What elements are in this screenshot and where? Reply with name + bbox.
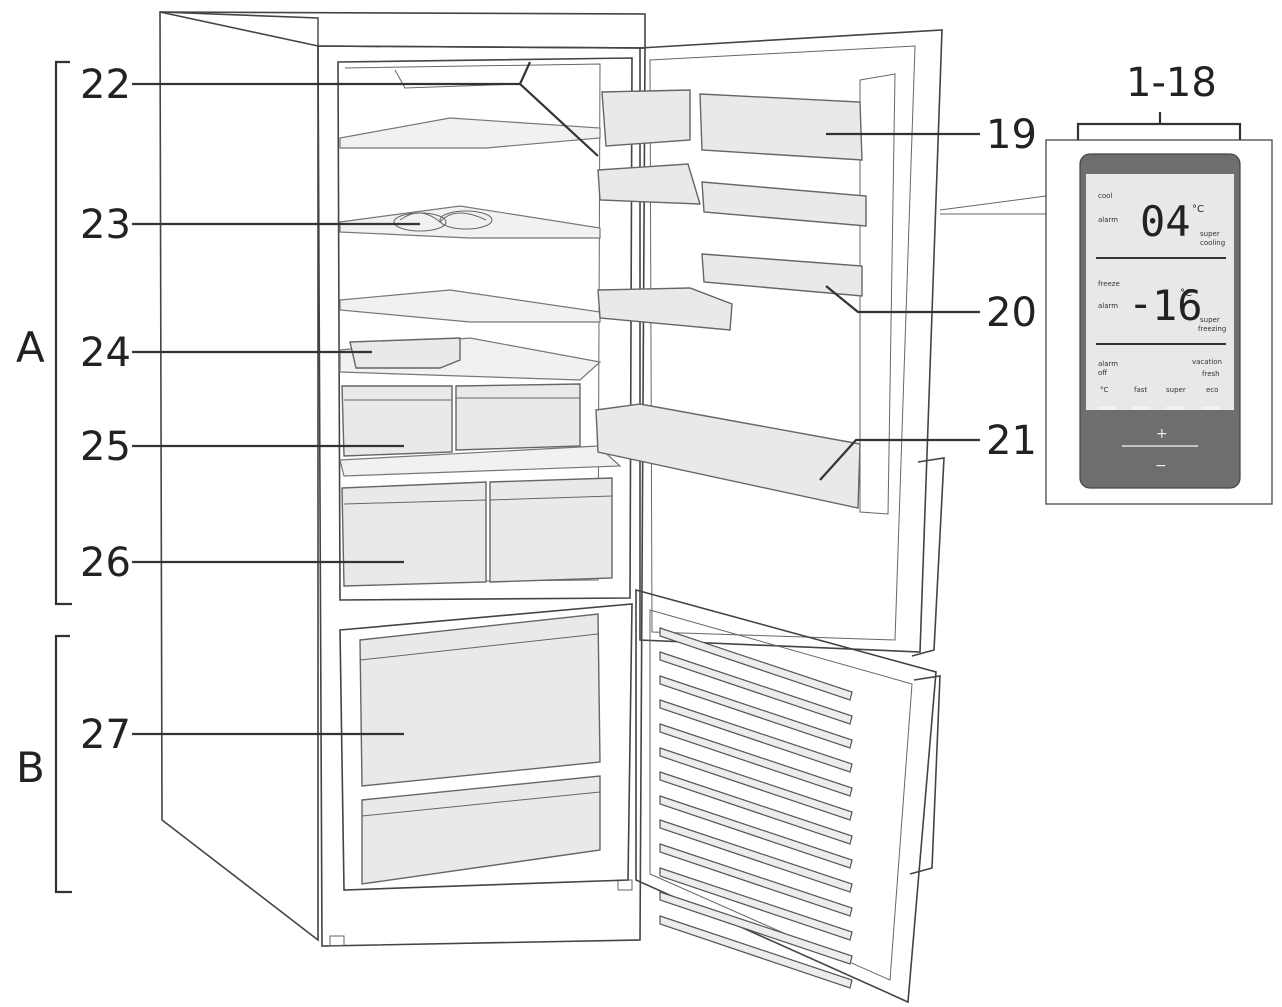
- callout-23: 23: [80, 202, 131, 248]
- fridge-door: [595, 29, 943, 653]
- freezer-door-louvre: [659, 843, 853, 917]
- callout-27: 27: [80, 712, 131, 758]
- panel-row-2: fast: [1134, 386, 1147, 394]
- freezer-door-louvre: [659, 723, 853, 797]
- panel-bottom-right-1: vacation: [1192, 358, 1222, 366]
- callout-24: 24: [80, 330, 131, 376]
- fridge-cabinet: [159, 11, 646, 947]
- glass-shelves: [339, 117, 602, 381]
- control-panel-inset: cool alarm 04 °C super cooling freeze al…: [939, 139, 1273, 505]
- egg-tray: [393, 210, 493, 232]
- section-brackets: [54, 60, 1242, 894]
- freezer-door-louvre: [659, 867, 853, 941]
- crisper-drawers-upper: [339, 383, 622, 477]
- panel-freezer-unit: °C: [1180, 288, 1192, 299]
- freezer-door-louvre: [659, 915, 853, 989]
- freezer-door-louvre: [659, 891, 853, 965]
- control-panel-screen: [1086, 174, 1234, 410]
- callout-19: 19: [986, 112, 1037, 158]
- panel-fridge-label-1: cool: [1098, 192, 1112, 200]
- panel-freezer-super-2: freezing: [1198, 325, 1226, 333]
- panel-freezer-label-2: alarm: [1098, 302, 1118, 310]
- chill-drawer: [349, 337, 461, 369]
- crisper-drawers-lower: [341, 477, 613, 587]
- panel-plus-button: +: [1156, 426, 1168, 442]
- freezer-door-louvre: [659, 651, 853, 725]
- section-label-b: B: [16, 743, 45, 792]
- freezer-door-louvre: [659, 795, 853, 869]
- panel-fridge-temp: 04: [1140, 197, 1191, 246]
- callout-21: 21: [986, 418, 1037, 464]
- freezer-door-louvre: [659, 699, 853, 773]
- panel-row-1: °C: [1100, 386, 1109, 394]
- panel-bottom-left-1: alarm: [1098, 360, 1118, 368]
- leader-lines: [132, 61, 980, 736]
- freezer-door-louvre: [659, 747, 853, 821]
- panel-minus-button: −: [1155, 458, 1167, 474]
- freezer-door-louvre: [659, 819, 853, 893]
- section-label-a: A: [16, 323, 45, 372]
- callout-26: 26: [80, 540, 131, 586]
- callout-22: 22: [80, 62, 131, 108]
- panel-freezer-super-1: super: [1200, 316, 1220, 324]
- panel-fridge-super-1: super: [1200, 230, 1220, 238]
- callout-1-18: 1-18: [1126, 60, 1217, 106]
- freezer-compartment: [339, 603, 633, 891]
- freezer-door: [635, 588, 937, 1004]
- panel-fridge-label-2: alarm: [1098, 216, 1118, 224]
- door-handles: [909, 457, 945, 875]
- freezer-door-louvre: [659, 627, 853, 701]
- panel-bottom-right-2: fresh: [1202, 370, 1220, 378]
- panel-fridge-unit: °C: [1192, 204, 1204, 215]
- panel-bottom-left-2: off: [1098, 369, 1107, 377]
- panel-freezer-temp: 16: [1152, 281, 1203, 330]
- freezer-door-louvre: [659, 771, 853, 845]
- panel-row-3: super: [1166, 386, 1186, 394]
- panel-row-4: eco: [1206, 386, 1218, 394]
- panel-fridge-super-2: cooling: [1200, 239, 1225, 247]
- panel-freezer-label-1: freeze: [1098, 280, 1120, 288]
- freezer-door-louvre: [659, 675, 853, 749]
- callout-25: 25: [80, 424, 131, 470]
- callout-20: 20: [986, 290, 1037, 336]
- panel-freezer-sign: -: [1128, 279, 1153, 328]
